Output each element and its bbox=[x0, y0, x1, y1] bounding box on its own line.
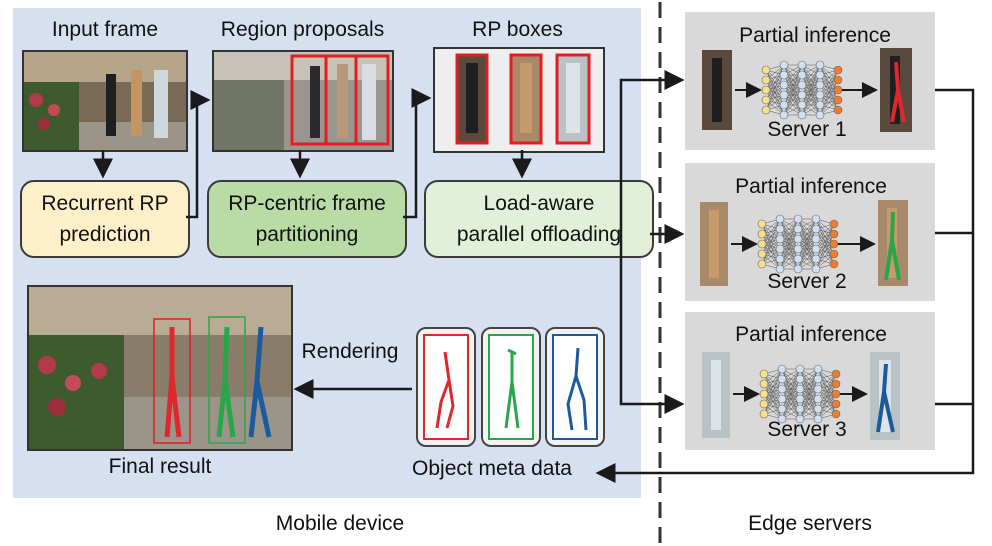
input-frame-image bbox=[22, 50, 188, 152]
rp-boxes-image bbox=[433, 47, 605, 153]
load-aware-offloading-stage: Load-aware parallel offloading bbox=[424, 180, 654, 258]
neural-network-icon bbox=[761, 60, 843, 120]
arrow-results-to-mobile bbox=[595, 88, 975, 483]
input-frame-title: Input frame bbox=[51, 18, 159, 41]
region-proposals-title: Region proposals bbox=[220, 18, 385, 41]
stage-label-line: partitioning bbox=[255, 223, 359, 246]
stage-label-line: parallel offloading bbox=[456, 223, 622, 246]
server-1-title: Partial inference bbox=[739, 24, 891, 47]
server-2-name: Server 2 bbox=[767, 270, 847, 293]
object-meta-data-label: Object meta data bbox=[412, 457, 572, 480]
meta-card-red bbox=[416, 327, 476, 447]
final-result-image bbox=[27, 285, 293, 451]
region-proposals-image bbox=[212, 50, 394, 152]
neural-network-icon bbox=[757, 214, 839, 274]
recurrent-rp-prediction-stage: Recurrent RP prediction bbox=[20, 180, 190, 258]
meta-card-blue bbox=[545, 327, 605, 447]
stage-label-line: prediction bbox=[59, 223, 151, 246]
neural-network-icon bbox=[759, 364, 841, 424]
stage-label-line: Recurrent RP bbox=[41, 192, 169, 215]
server-3-name: Server 3 bbox=[767, 418, 847, 441]
server-3-title: Partial inference bbox=[735, 323, 887, 346]
meta-card-green bbox=[481, 327, 541, 447]
arrow-offload-to-server1 bbox=[619, 70, 685, 254]
arrow-recurrent-to-proposals bbox=[186, 90, 211, 219]
server-1-name: Server 1 bbox=[767, 118, 847, 141]
edge-servers-label: Edge servers bbox=[748, 512, 872, 535]
server-thumbnails bbox=[700, 48, 912, 440]
rp-centric-partitioning-stage: RP-centric frame partitioning bbox=[207, 180, 407, 258]
rp-boxes-title: RP boxes bbox=[472, 18, 563, 41]
stage-label-line: Load-aware bbox=[483, 192, 595, 215]
stage-label-line: RP-centric frame bbox=[228, 192, 386, 215]
arrow-offload-to-server3 bbox=[619, 254, 685, 414]
server-2-title: Partial inference bbox=[735, 175, 887, 198]
arrow-partition-to-boxes bbox=[403, 88, 432, 219]
final-result-label: Final result bbox=[108, 455, 212, 478]
mobile-device-label: Mobile device bbox=[275, 512, 405, 535]
rendering-label: Rendering bbox=[301, 340, 399, 363]
